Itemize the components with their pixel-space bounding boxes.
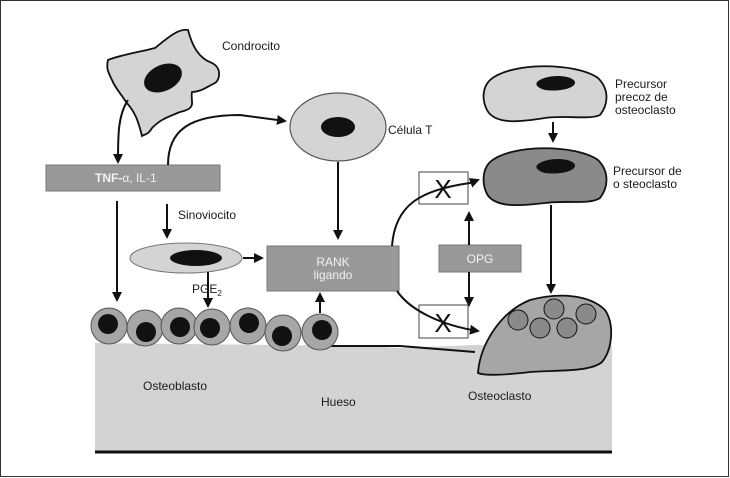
osteoblast-cell <box>229 307 267 345</box>
arrow-tnf-to-tcell <box>167 113 287 166</box>
osteoblast-cell <box>264 314 302 352</box>
osteoclast-precursor <box>482 147 608 207</box>
label-precursor-precoz-2: precoz de <box>615 90 668 104</box>
early-osteoclast-precursor <box>482 65 608 123</box>
label-precursor-1: Precursor de <box>613 164 682 178</box>
label-precursor-precoz-1: Precursor <box>615 77 667 91</box>
osteoblast-cell <box>126 309 164 347</box>
label-tnf: TNF-α, IL-1 <box>95 171 157 185</box>
osteoclast-nucleus <box>529 317 551 339</box>
label-osteoclasto: Osteoclasto <box>468 389 532 403</box>
label-ligando: ligando <box>314 268 353 282</box>
label-sinoviocito: Sinoviocito <box>178 208 236 222</box>
label-hueso: Hueso <box>321 395 356 409</box>
osteoblast-row <box>90 307 339 352</box>
osteoclast-cell <box>477 294 612 376</box>
osteoblast-cell <box>193 308 231 346</box>
arrow-chondrocyte-to-tnf <box>113 99 129 164</box>
t-cell <box>289 92 387 162</box>
label-precursor-2: o steoclasto <box>613 177 677 191</box>
label-rank: RANK <box>316 255 349 269</box>
rank-ligand-box <box>266 245 400 292</box>
synoviocyte-cell <box>129 242 243 274</box>
arrow-rank-to-precursor <box>391 178 480 247</box>
arrow-rank-to-osteoclast <box>396 290 480 335</box>
osteoclast-nucleus <box>543 298 565 320</box>
t-cell-nucleus <box>321 117 355 137</box>
osteoblast-cell <box>301 313 339 351</box>
tnf-il1-box <box>45 164 221 192</box>
chondrocyte-cell <box>106 28 221 138</box>
label-celula-t: Célula T <box>388 123 433 137</box>
label-condrocito: Condrocito <box>222 39 280 53</box>
chondrocyte-nucleus <box>144 63 182 93</box>
osteoclast-nucleus <box>507 309 529 331</box>
osteoblast-cell <box>160 307 198 345</box>
label-pge2: PGE2 <box>192 282 222 298</box>
label-precursor-precoz-3: osteoclasto <box>615 103 676 117</box>
label-opg: OPG <box>467 252 494 266</box>
label-osteoblasto: Osteoblasto <box>143 379 207 393</box>
osteoclast-nucleus <box>556 317 578 339</box>
osteoblast-cell <box>90 307 128 345</box>
osteoclast-nucleus <box>575 303 597 325</box>
opg-box <box>438 244 522 273</box>
